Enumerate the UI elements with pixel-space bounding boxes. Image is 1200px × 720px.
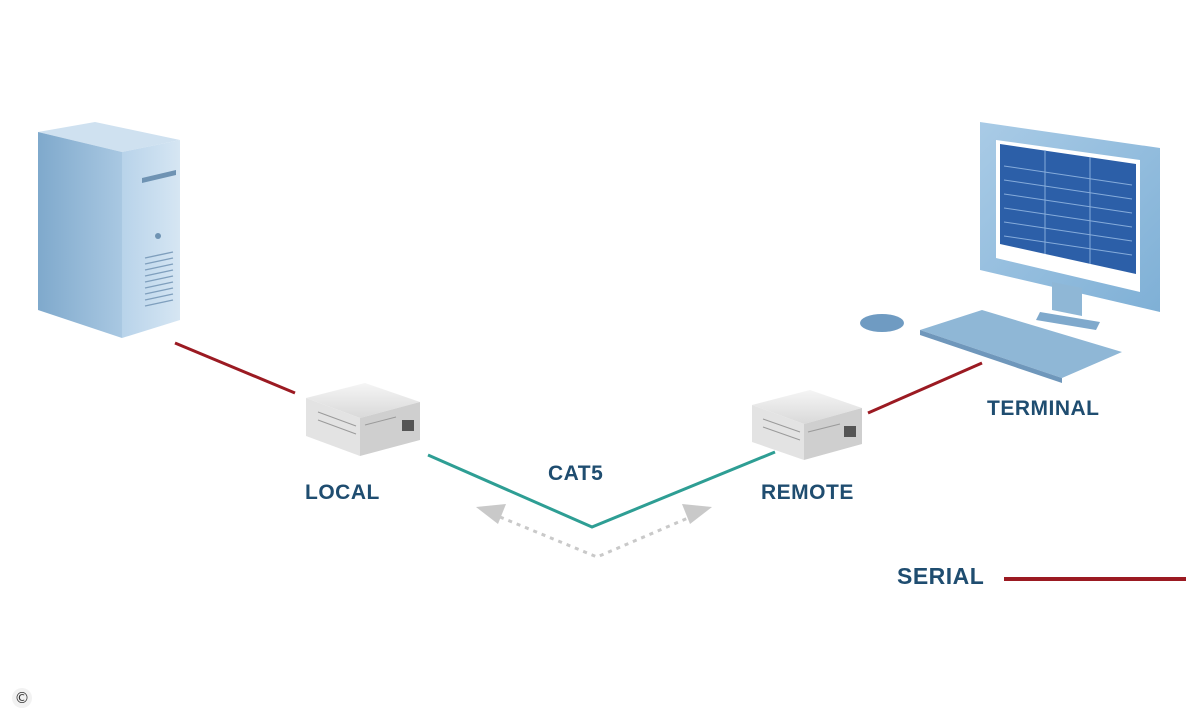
serial-link-local xyxy=(174,341,296,395)
serial-legend-label: SERIAL xyxy=(897,563,985,589)
remote-label: REMOTE xyxy=(761,481,854,504)
local-label: LOCAL xyxy=(305,481,380,504)
terminal-label: TERMINAL xyxy=(987,397,1100,420)
mouse-icon xyxy=(860,314,904,332)
copyright-icon: © xyxy=(12,688,32,708)
bidirectional-arrow-icon xyxy=(476,504,712,559)
local-extender-box-icon xyxy=(306,383,420,456)
server-tower-icon xyxy=(38,122,180,338)
cat5-label: CAT5 xyxy=(548,462,604,485)
keyboard-icon xyxy=(920,310,1122,383)
remote-extender-box-icon xyxy=(752,390,862,460)
cat5-cable xyxy=(427,450,776,529)
serial-link-terminal xyxy=(867,361,983,415)
monitor-icon xyxy=(980,122,1160,330)
